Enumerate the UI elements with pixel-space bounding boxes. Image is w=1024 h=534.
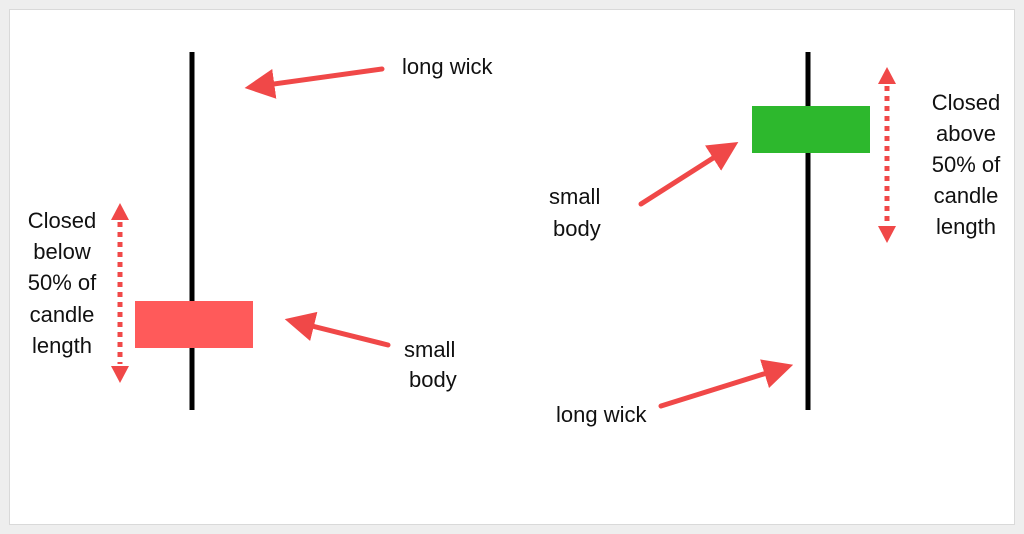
right-close-range-arrow xyxy=(878,67,896,243)
right-close-label: Closed above 50% of candle length xyxy=(930,88,1003,241)
left-body-label-line2: body xyxy=(409,367,457,392)
right-candle-body xyxy=(752,106,870,153)
svg-text:below: below xyxy=(33,239,91,264)
svg-text:candle: candle xyxy=(30,302,95,327)
svg-text:Closed: Closed xyxy=(932,90,1000,115)
right-body-label-line1: small xyxy=(549,184,600,209)
svg-text:length: length xyxy=(32,333,92,358)
left-wick-label: long wick xyxy=(402,54,493,79)
left-body-arrow xyxy=(284,311,391,348)
svg-text:Closed: Closed xyxy=(28,208,96,233)
svg-text:candle: candle xyxy=(934,183,999,208)
left-close-label: Closed below 50% of candle length xyxy=(26,206,99,360)
svg-text:50% of: 50% of xyxy=(932,152,1001,177)
left-candle xyxy=(135,52,253,410)
svg-text:above: above xyxy=(936,121,996,146)
svg-text:length: length xyxy=(936,214,996,239)
right-body-label-line2: body xyxy=(553,216,601,241)
left-wick-arrow xyxy=(244,66,385,99)
left-close-range-arrow xyxy=(111,203,129,383)
right-wick-arrow xyxy=(658,359,794,409)
right-wick-label: long wick xyxy=(556,402,647,427)
right-body-arrow xyxy=(638,141,739,207)
right-candle xyxy=(752,52,870,410)
left-candle-body xyxy=(135,301,253,348)
left-body-label-line1: small xyxy=(404,337,455,362)
svg-text:50% of: 50% of xyxy=(28,270,97,295)
diagram-panel xyxy=(9,9,1015,525)
